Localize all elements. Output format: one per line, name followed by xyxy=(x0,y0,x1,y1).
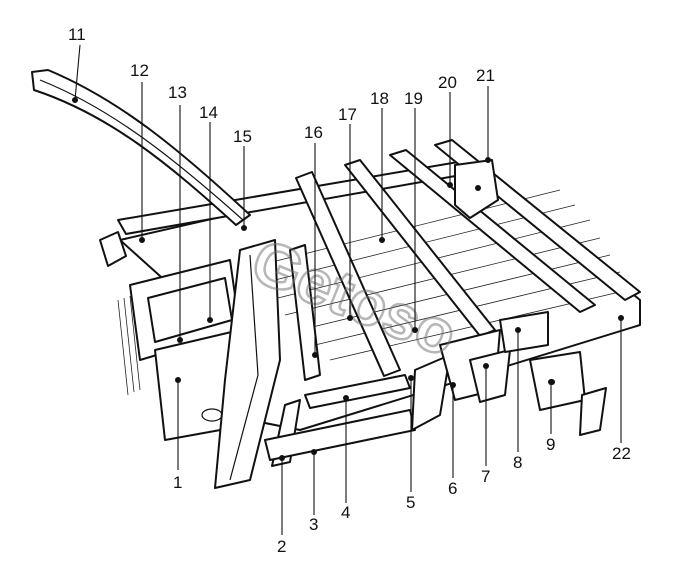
callout-17: 16 xyxy=(304,123,323,142)
callout-5: 5 xyxy=(406,493,415,512)
callout-19: 18 xyxy=(370,89,389,108)
cross-rod-4 xyxy=(304,374,411,409)
bracket-5-6-7 xyxy=(411,329,511,431)
pillar-post xyxy=(214,239,281,489)
callout-7: 7 xyxy=(481,467,490,486)
callout-2: 2 xyxy=(277,537,286,556)
rail-17 xyxy=(289,244,321,381)
callout-21: 20 xyxy=(438,73,457,92)
callout-18: 17 xyxy=(338,105,357,124)
callout-9: 9 xyxy=(546,435,555,454)
callout-20: 19 xyxy=(404,89,423,108)
bracket-8 xyxy=(499,311,549,353)
callout-22: 21 xyxy=(476,66,495,85)
callouts: 11 12 13 14 15 16 17 18 19 20 21 1 2 3 4… xyxy=(68,25,631,556)
callout-11: 22 xyxy=(612,444,631,463)
callout-16: 15 xyxy=(233,127,252,146)
callout-1: 1 xyxy=(173,473,182,492)
rail-21 xyxy=(389,149,596,313)
callout-8: 8 xyxy=(513,453,522,472)
plate-9 xyxy=(529,351,607,436)
callout-12: 11 xyxy=(68,25,86,44)
callout-6: 6 xyxy=(448,479,457,498)
sill-3 xyxy=(264,409,416,461)
rail-18 xyxy=(295,171,401,377)
long-rail-12 xyxy=(31,69,251,226)
callout-15: 14 xyxy=(199,103,218,122)
callout-4: 4 xyxy=(341,503,350,522)
callout-13: 12 xyxy=(130,61,149,80)
side-panel-14-15 xyxy=(117,259,241,396)
callout-3: 3 xyxy=(309,515,318,534)
callout-14: 13 xyxy=(168,83,187,102)
